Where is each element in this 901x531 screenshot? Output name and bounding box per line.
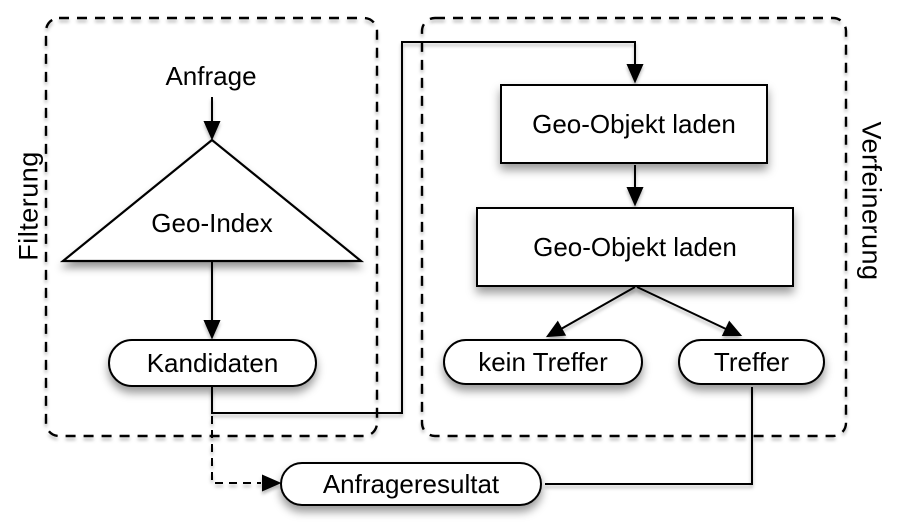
edge-treffer-resultat [545, 387, 753, 485]
edge-kandidaten-laden1 [211, 41, 636, 414]
node-kandidaten-label: Kandidaten [146, 348, 279, 378]
arrowhead-laden2-keintreffer [545, 320, 567, 338]
refinement-group-label: Verfeinerung [856, 121, 887, 281]
edge-laden2-keintreffer [560, 286, 636, 330]
node-treffer-label: Treffer [713, 347, 790, 377]
node-geo-objekt-laden-2-label: Geo-Objekt laden [533, 232, 737, 262]
node-geo-objekt-laden-1-label: Geo-Objekt laden [532, 109, 736, 139]
node-geo-objekt-laden-1: Geo-Objekt laden [500, 84, 768, 164]
arrowhead-laden2-treffer [721, 320, 743, 336]
node-anfrage-label: Anfrage [165, 61, 257, 91]
arrowhead-kandidaten-resultat [262, 474, 282, 492]
arrowhead-kandidaten-laden1 [626, 64, 644, 84]
node-geo-objekt-laden-2: Geo-Objekt laden [476, 207, 794, 287]
edge-laden2-treffer [636, 286, 727, 330]
node-anfrageresultat-label: Anfrageresultat [322, 469, 500, 499]
arrowhead-laden1-laden2 [626, 187, 644, 207]
node-geo-index-label: Geo-Index [151, 208, 273, 238]
filtering-group-label: Filterung [13, 151, 44, 261]
refinement-group-frame [420, 16, 848, 438]
node-kein-treffer-label: kein Treffer [478, 347, 608, 377]
geo-index-triangle [59, 138, 365, 263]
node-kein-treffer: kein Treffer [443, 339, 643, 385]
arrowhead-anfrage-geoindex [203, 121, 221, 141]
edge-kandidaten-resultat [211, 416, 261, 484]
node-anfrageresultat: Anfrageresultat [280, 462, 542, 506]
arrowhead-geoindex-kandidaten [203, 320, 221, 340]
node-treffer: Treffer [678, 339, 825, 385]
node-kandidaten: Kandidaten [108, 339, 317, 387]
